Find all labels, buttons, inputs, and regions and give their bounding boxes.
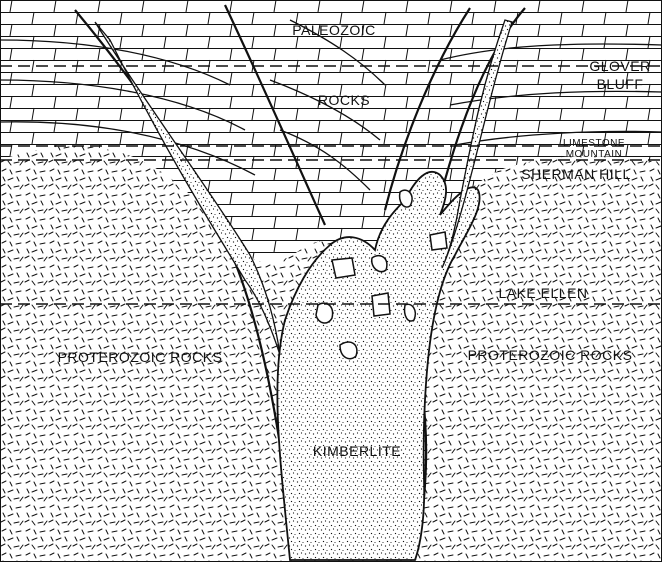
label-kimberlite: KIMBERLITE xyxy=(313,443,401,459)
label-rocks: ROCKS xyxy=(318,92,370,108)
xenolith-block xyxy=(316,303,333,323)
label-paleozoic: PALEOZOIC xyxy=(292,22,376,38)
label-glover: GLOVER xyxy=(589,58,650,74)
label-mountain: MOUNTAIN xyxy=(566,149,623,160)
label-limestone: LIMESTONE xyxy=(563,138,625,149)
label-lake-ellen: LAKE ELLEN xyxy=(498,285,587,301)
xenolith-block xyxy=(400,190,412,207)
label-proterozoic-left: PROTEROZOIC ROCKS xyxy=(58,349,223,365)
label-proterozoic-right: PROTEROZOIC ROCKS xyxy=(468,347,633,363)
xenolith-block xyxy=(332,258,355,278)
label-sherman-hill: SHERMAN HILL xyxy=(521,166,630,182)
xenolith-block xyxy=(430,232,447,250)
label-bluff: BLUFF xyxy=(597,76,644,92)
xenolith-block xyxy=(405,304,416,321)
